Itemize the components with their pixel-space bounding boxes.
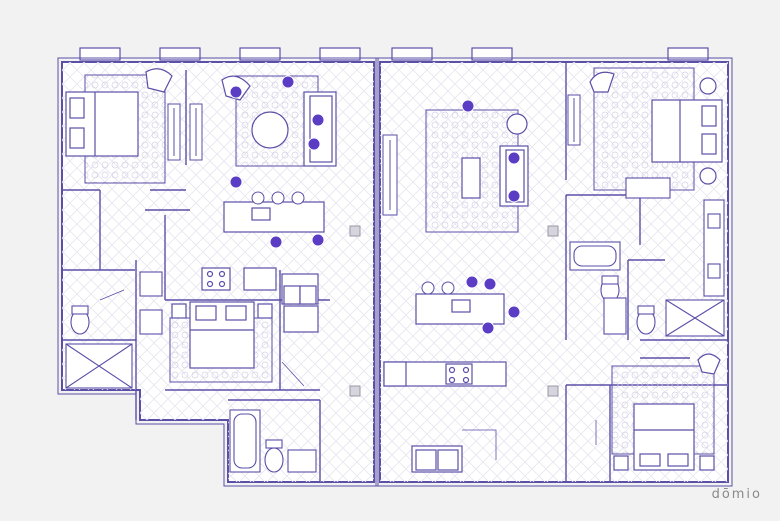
windows xyxy=(79,47,709,61)
kitchens xyxy=(201,201,507,473)
beds xyxy=(65,77,723,471)
bed-bottom-right xyxy=(613,403,715,471)
outer-walls xyxy=(57,57,733,487)
bed-middle xyxy=(171,301,273,369)
bathrooms xyxy=(65,177,725,473)
people xyxy=(229,75,521,335)
doors xyxy=(99,289,597,460)
stools xyxy=(251,191,455,295)
columns xyxy=(349,225,559,397)
bed-top-right xyxy=(651,77,723,185)
brand-logo: dōmio xyxy=(711,487,762,502)
bed-top-left xyxy=(65,91,139,157)
wardrobes xyxy=(167,94,581,216)
